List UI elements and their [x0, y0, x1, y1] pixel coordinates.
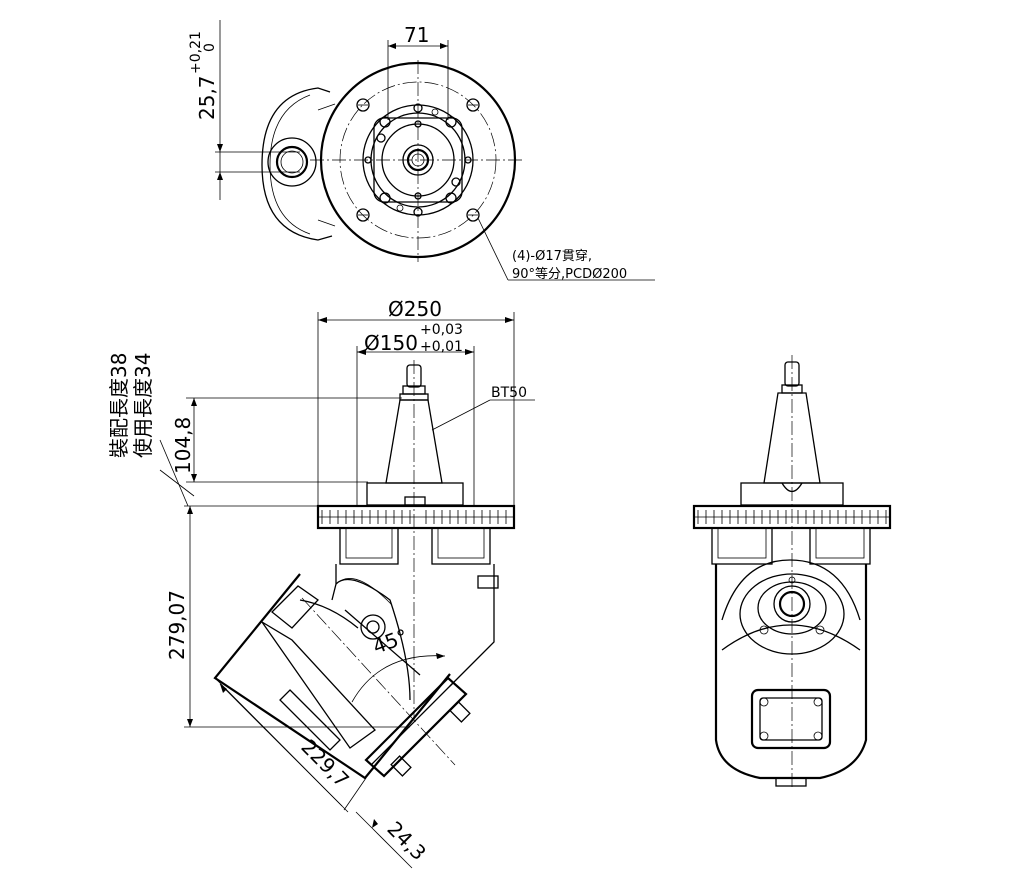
side-body	[714, 564, 868, 780]
dim-71: 71	[404, 23, 429, 47]
angled-head	[213, 573, 471, 780]
pcd-hole	[356, 208, 370, 222]
label-assembly-length: 裝配長度38	[107, 353, 131, 458]
dim-24-3: 24,3	[382, 817, 430, 865]
front-view: 45° Ø250 Ø150 +0,03 +0,01 BT50 104,8 裝配長…	[107, 297, 535, 869]
top-view: 71 25,7 +0,21 0 (4)-Ø17貫穿, 90°等分,PCDØ200	[188, 20, 655, 282]
dim-25-7: 25,7	[195, 75, 219, 120]
side-spindle-bore	[275, 145, 309, 179]
label-usable-length: 使用長度34	[131, 353, 155, 458]
dim-25-7-tol-up: +0,21	[188, 31, 204, 74]
dim-d250: Ø250	[388, 297, 442, 321]
dim-d150: Ø150	[364, 331, 418, 355]
dim-25-7-tol-lo: 0	[202, 43, 218, 52]
pcd-hole	[466, 98, 480, 112]
dim-229-7: 229,7	[296, 735, 353, 792]
dim-d150-tol-lo: +0,01	[420, 339, 463, 355]
dim-d150-tol-up: +0,03	[420, 322, 463, 338]
dim-104-8: 104,8	[171, 417, 195, 474]
label-bt50: BT50	[491, 385, 527, 401]
side-view	[692, 355, 892, 790]
dim-279-07: 279,07	[165, 590, 189, 660]
side-cover-plate	[750, 688, 832, 750]
pcd-hole	[466, 208, 480, 222]
side-spindle-outer	[267, 137, 317, 187]
note-holes-line1: (4)-Ø17貫穿,	[512, 248, 592, 264]
flange-serration	[321, 510, 507, 524]
note-holes-line2: 90°等分,PCDØ200	[512, 266, 627, 282]
pcd-hole	[356, 98, 370, 112]
